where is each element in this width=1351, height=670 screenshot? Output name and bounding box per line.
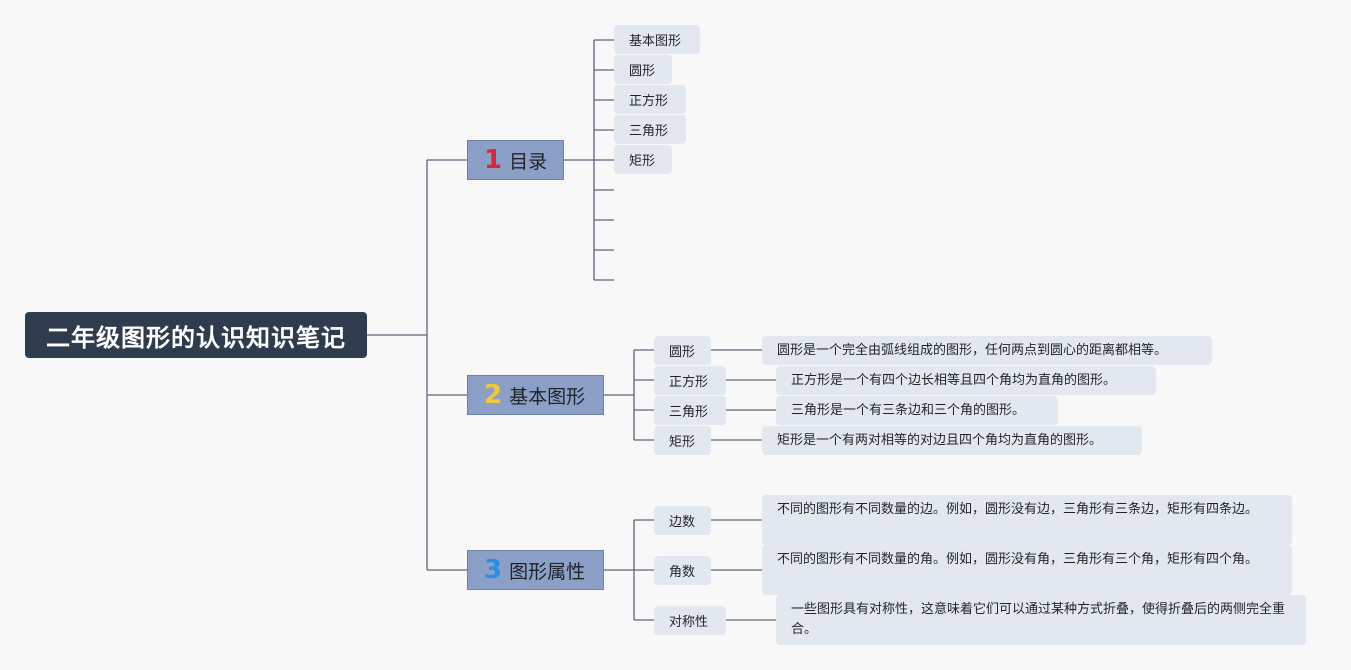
toc-item[interactable]: 三角形 [614,115,686,144]
description-text: 矩形是一个有两对相等的对边且四个角均为直角的图形。 [777,432,1103,448]
toc-item[interactable]: 圆形 [614,55,672,84]
shape-name: 矩形 [669,435,696,450]
shape-node[interactable]: 矩形 [654,426,711,455]
description-text: 一些图形具有对称性，这意味着它们可以通过某种方式折叠，使得折叠后的两侧完全重合。 [791,602,1286,637]
property-name: 边数 [669,515,696,530]
branch-label: 图形属性 [509,560,586,583]
property-name: 角数 [669,565,696,580]
toc-item-label: 矩形 [629,154,656,169]
shape-description[interactable]: 矩形是一个有两对相等的对边且四个角均为直角的图形。 [762,426,1142,455]
toc-item-label: 基本图形 [629,34,682,49]
toc-item[interactable]: 正方形 [614,85,686,114]
description-text: 不同的图形有不同数量的边。例如，圆形没有边，三角形有三条边，矩形有四条边。 [777,502,1259,517]
shape-description[interactable]: 正方形是一个有四个边长相等且四个角均为直角的图形。 [776,366,1156,395]
shape-node[interactable]: 圆形 [654,336,711,365]
toc-item-label: 三角形 [629,124,669,139]
shape-name: 三角形 [669,405,709,420]
branch-number-2: 2 [484,380,503,410]
description-text: 圆形是一个完全由弧线组成的图形，任何两点到圆心的距离都相等。 [777,342,1168,358]
shape-node[interactable]: 三角形 [654,396,726,425]
property-description[interactable]: 一些图形具有对称性，这意味着它们可以通过某种方式折叠，使得折叠后的两侧完全重合。 [776,595,1306,645]
toc-item-label: 圆形 [629,64,656,79]
toc-item[interactable]: 基本图形 [614,25,700,54]
shape-name: 正方形 [669,375,709,390]
branch-label: 基本图形 [509,385,586,408]
toc-item-label: 正方形 [629,94,669,109]
shape-description[interactable]: 圆形是一个完全由弧线组成的图形，任何两点到圆心的距离都相等。 [762,336,1212,365]
toc-item[interactable]: 矩形 [614,145,672,174]
branch-basic-shapes[interactable]: 2 基本图形 [467,375,604,415]
description-text: 正方形是一个有四个边长相等且四个角均为直角的图形。 [791,372,1117,388]
branch-toc[interactable]: 1 目录 [467,140,564,180]
branch-number-3: 3 [484,555,503,585]
branch-shape-properties[interactable]: 3 图形属性 [467,550,604,590]
shape-node[interactable]: 正方形 [654,366,726,395]
description-text: 不同的图形有不同数量的角。例如，圆形没有角，三角形有三个角，矩形有四个角。 [777,552,1259,567]
description-text: 三角形是一个有三条边和三个角的图形。 [791,402,1026,418]
root-title: 二年级图形的认识知识笔记 [46,323,346,352]
property-node[interactable]: 对称性 [654,606,726,635]
property-description[interactable]: 不同的图形有不同数量的角。例如，圆形没有角，三角形有三个角，矩形有四个角。 [762,545,1292,595]
shape-name: 圆形 [669,345,696,360]
property-node[interactable]: 边数 [654,506,711,535]
property-description[interactable]: 不同的图形有不同数量的边。例如，圆形没有边，三角形有三条边，矩形有四条边。 [762,495,1292,545]
property-name: 对称性 [669,615,709,630]
branch-number-1: 1 [484,145,503,175]
branch-label: 目录 [509,150,548,173]
property-node[interactable]: 角数 [654,556,711,585]
root-topic[interactable]: 二年级图形的认识知识笔记 [25,312,367,358]
shape-description[interactable]: 三角形是一个有三条边和三个角的图形。 [776,396,1058,425]
